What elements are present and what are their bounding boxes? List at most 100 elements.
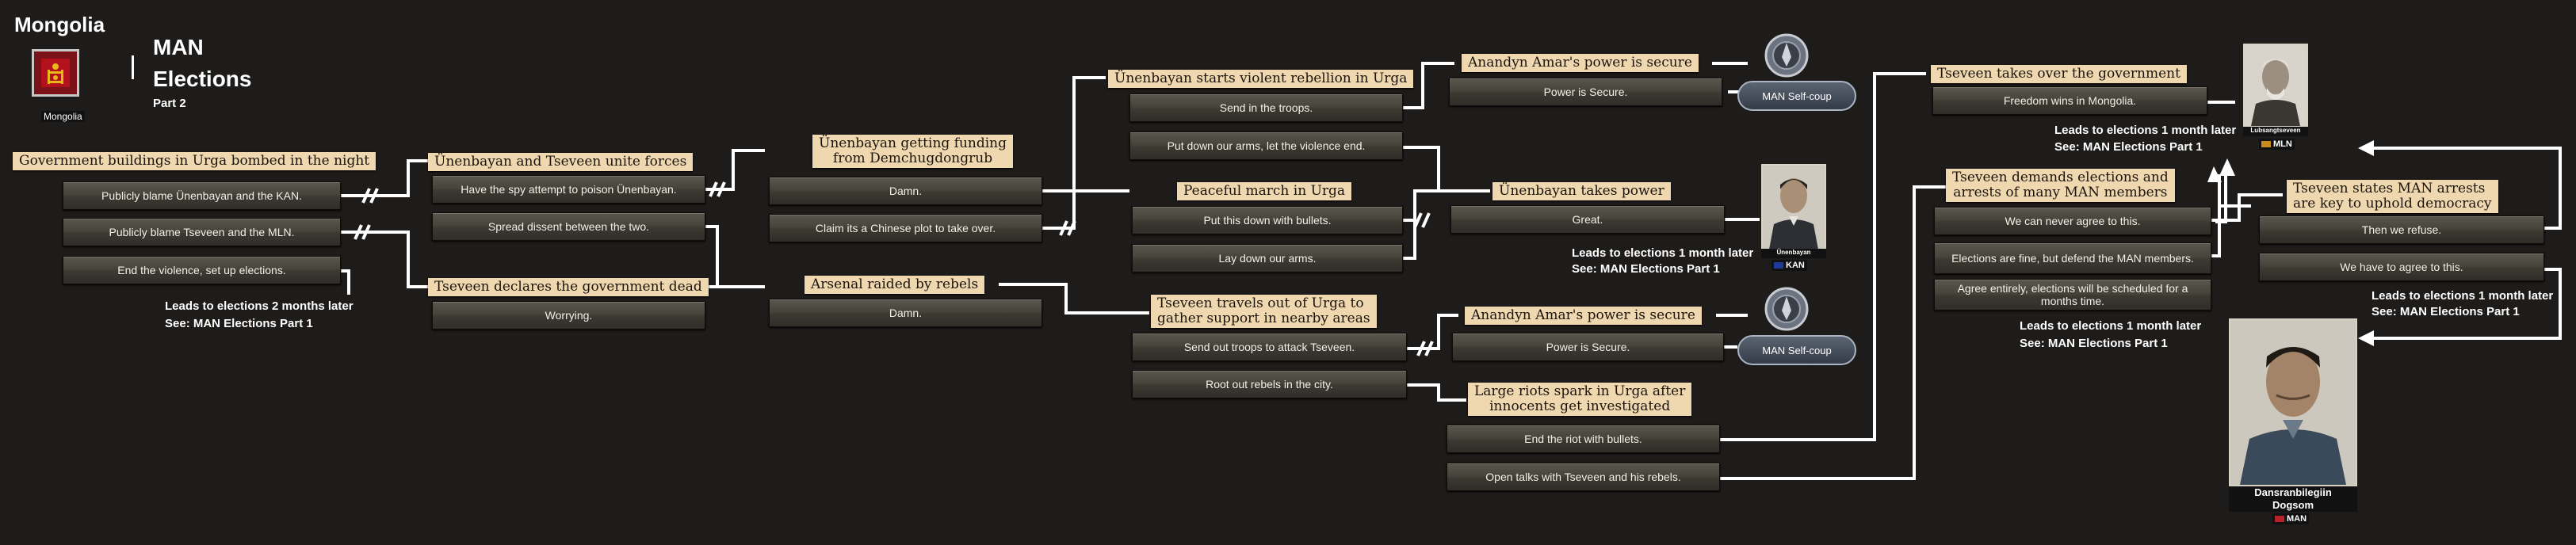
flow-line: [1042, 189, 1129, 230]
outcome-note: See: MAN Elections Part 1: [2372, 305, 2520, 318]
party-color-swatch: [2275, 516, 2284, 522]
page-part: Part 2: [153, 97, 186, 110]
party-color-swatch: [1774, 262, 1783, 269]
event-option[interactable]: Power is Secure.: [1452, 333, 1724, 361]
flow-line: [1403, 220, 1416, 260]
cut-marks: [354, 181, 1434, 356]
event-title-tseveen-takes-over: Tseveen takes over the government: [1931, 65, 2187, 83]
outcome-note: Leads to elections 1 month later: [2054, 124, 2237, 137]
event-title-amar-secure-2: Anandyn Amar's power is secure: [1465, 307, 1702, 325]
event-option[interactable]: Worrying.: [432, 301, 705, 330]
event-option[interactable]: End the riot with bullets.: [1447, 425, 1720, 453]
event-option[interactable]: Publicly blame Tseveen and the MLN.: [63, 218, 341, 246]
header-divider: [132, 55, 134, 79]
arrowhead: [2207, 166, 2222, 182]
event-title-government-dead: Tseveen declares the government dead: [428, 278, 709, 296]
flow-line: [1042, 76, 1106, 192]
flow-line: [999, 283, 1149, 314]
arrowhead: [2358, 140, 2374, 156]
flow-line: [2215, 174, 2227, 223]
outcome-note: Leads to elections 1 month later: [2372, 289, 2554, 303]
event-option[interactable]: Put this down with bullets.: [1132, 206, 1403, 234]
page-title-line1: MAN: [153, 35, 204, 59]
title-line: gather support in nearby areas: [1157, 311, 1370, 326]
event-title-unenbayan-power: Ünenbayan takes power: [1492, 182, 1671, 200]
event-option[interactable]: Open talks with Tseveen and his rebels.: [1447, 463, 1720, 491]
flow-line: [1407, 383, 1466, 402]
event-title-funding: Ünenbayan getting funding from Demchugdo…: [812, 135, 1014, 168]
outcome-note: Leads to elections 1 month later: [1572, 246, 1754, 260]
outcome-note: Leads to elections 2 months later: [165, 299, 354, 313]
event-title-violent-rebellion: Ünenbayan starts violent rebellion in Ur…: [1108, 70, 1414, 88]
event-option[interactable]: Power is Secure.: [1449, 78, 1722, 106]
event-title-amar-secure: Anandyn Amar's power is secure: [1462, 54, 1699, 72]
country-name: Mongolia: [14, 13, 105, 36]
flow-line: [2370, 268, 2562, 340]
leader-name: Ünenbayan: [1761, 249, 1826, 258]
event-option[interactable]: Send out troops to attack Tseveen.: [1132, 333, 1407, 361]
flow-line: [705, 149, 765, 191]
event-title-large-riots: Large riots spark in Urga after innocent…: [1468, 383, 1692, 416]
event-option[interactable]: We can never agree to this.: [1934, 207, 2211, 235]
flow-line: [1720, 185, 1946, 480]
flow-line: [341, 269, 350, 295]
unenbayan-portrait: [1761, 164, 1826, 251]
event-option[interactable]: End the violence, set up elections.: [63, 256, 341, 284]
tseveen-portrait: [2243, 44, 2308, 128]
title-line: innocents get investigated: [1489, 398, 1671, 414]
outcome-note: See: MAN Elections Part 1: [2020, 337, 2168, 350]
event-option[interactable]: Send in the troops.: [1129, 93, 1403, 122]
flow-line: [341, 231, 428, 288]
party-name: MAN: [2287, 514, 2307, 524]
event-option[interactable]: Lay down our arms.: [1132, 244, 1403, 272]
title-line: Ünenbayan getting funding: [819, 135, 1007, 151]
event-title-arsenal-raided: Arsenal raided by rebels: [805, 276, 985, 294]
party-badge: KAN: [1771, 260, 1807, 271]
title-line: Tseveen demands elections and: [1952, 170, 2169, 185]
event-option[interactable]: Damn.: [769, 299, 1042, 327]
event-option[interactable]: Agree entirely, elections will be schedu…: [1934, 279, 2211, 311]
event-option[interactable]: Have the spy attempt to poison Ünenbayan…: [432, 175, 705, 204]
event-option[interactable]: Claim its a Chinese plot to take over.: [769, 214, 1042, 242]
title-line: from Demchugdongrub: [832, 151, 993, 166]
flow-line: [1403, 62, 1454, 109]
title-line: Large riots spark in Urga after: [1474, 383, 1686, 399]
event-option[interactable]: Great.: [1450, 205, 1725, 234]
wreath-medal-icon: [1761, 32, 1812, 79]
arrowhead: [2219, 158, 2235, 176]
event-title-unite-forces: Ünenbayan and Tseveen unite forces: [428, 153, 694, 171]
soyombo-icon: [41, 59, 70, 87]
event-option[interactable]: Publicly blame Ünenbayan and the KAN.: [63, 181, 341, 210]
flow-line: [2370, 147, 2562, 230]
flag-label: Mongolia: [41, 111, 85, 122]
party-name: KAN: [1786, 261, 1805, 270]
name-line: Dogsom: [2272, 499, 2314, 511]
party-badge: MAN: [2272, 513, 2310, 524]
title-line: Tseveen states MAN arrests: [2293, 181, 2486, 196]
title-line: Tseveen travels out of Urga to: [1157, 295, 1364, 311]
flow-line: [705, 225, 765, 288]
arrowheads: [2207, 140, 2374, 346]
event-option[interactable]: Root out rebels in the city.: [1132, 370, 1407, 398]
self-coup-outcome: MAN Self-coup: [1737, 335, 1856, 365]
event-option[interactable]: We have to agree to this.: [2259, 253, 2544, 281]
event-option[interactable]: Elections are fine, but defend the MAN m…: [1934, 242, 2211, 274]
event-title-arrests-key: Tseveen states MAN arrests are key to up…: [2287, 180, 2498, 213]
event-option[interactable]: Damn.: [769, 177, 1042, 205]
leader-name: Lubsangtseveen: [2243, 127, 2308, 136]
dogsom-portrait: [2229, 318, 2357, 486]
flow-line: [1403, 189, 1439, 222]
title-line: are key to uphold democracy: [2293, 196, 2492, 212]
arrowhead: [2358, 330, 2374, 346]
leader-name: Dansranbilegiin Dogsom: [2229, 486, 2357, 512]
event-option[interactable]: Then we refuse.: [2259, 215, 2544, 244]
country-flag: [32, 49, 79, 97]
party-name: MLN: [2273, 139, 2292, 149]
event-option[interactable]: Freedom wins in Mongolia.: [1932, 86, 2207, 115]
event-title-tseveen-travels: Tseveen travels out of Urga to gather su…: [1151, 295, 1377, 328]
self-coup-outcome: MAN Self-coup: [1737, 81, 1856, 111]
event-option[interactable]: Spread dissent between the two.: [432, 212, 705, 241]
page-title-line2: Elections: [153, 67, 252, 91]
event-title-tseveen-demands: Tseveen demands elections and arrests of…: [1946, 169, 2175, 202]
event-option[interactable]: Put down our arms, let the violence end.: [1129, 131, 1403, 160]
